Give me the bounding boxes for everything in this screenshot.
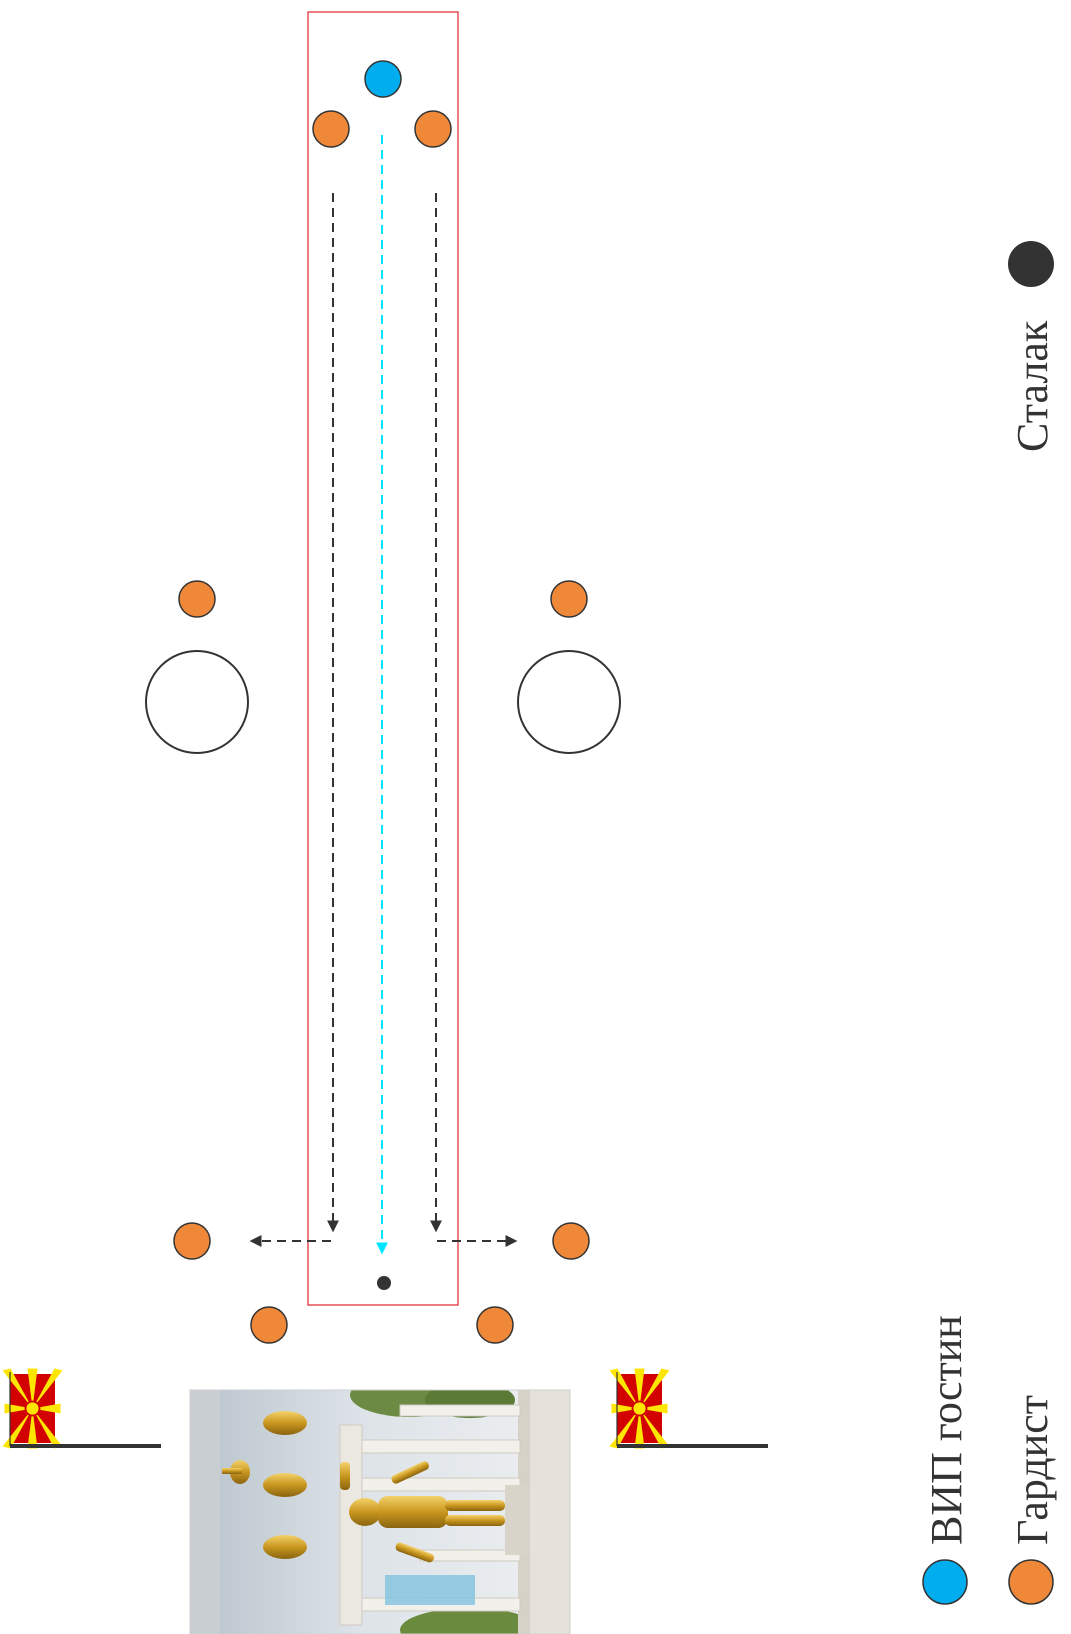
wreath-left xyxy=(146,651,248,753)
guard-marker xyxy=(477,1307,513,1343)
guard-marker xyxy=(553,1223,589,1259)
legend-vip-label: ВИП гостин xyxy=(922,1315,971,1545)
guard-marker xyxy=(174,1223,210,1259)
legend-guard-label: Гардист xyxy=(1008,1395,1057,1545)
guard-marker xyxy=(313,111,349,147)
guard-paths xyxy=(252,193,515,1241)
monument-photo xyxy=(190,1373,570,1634)
guard-marker xyxy=(179,581,215,617)
guard-marker xyxy=(251,1307,287,1343)
legend-stand-label: Сталак xyxy=(1008,320,1057,452)
flag-right xyxy=(610,1369,769,1449)
legend-guard-swatch xyxy=(1009,1560,1053,1604)
vip-guest-marker xyxy=(365,61,401,97)
flag-left xyxy=(3,1369,162,1449)
legend-stand-swatch xyxy=(1008,241,1054,287)
wreath-right xyxy=(518,651,620,753)
guard-marker xyxy=(551,581,587,617)
stand-marker xyxy=(377,1276,391,1290)
guard-marker xyxy=(415,111,451,147)
legend-vip-swatch xyxy=(923,1560,967,1604)
legend: ВИП гостин Гардист Сталак xyxy=(922,241,1057,1604)
